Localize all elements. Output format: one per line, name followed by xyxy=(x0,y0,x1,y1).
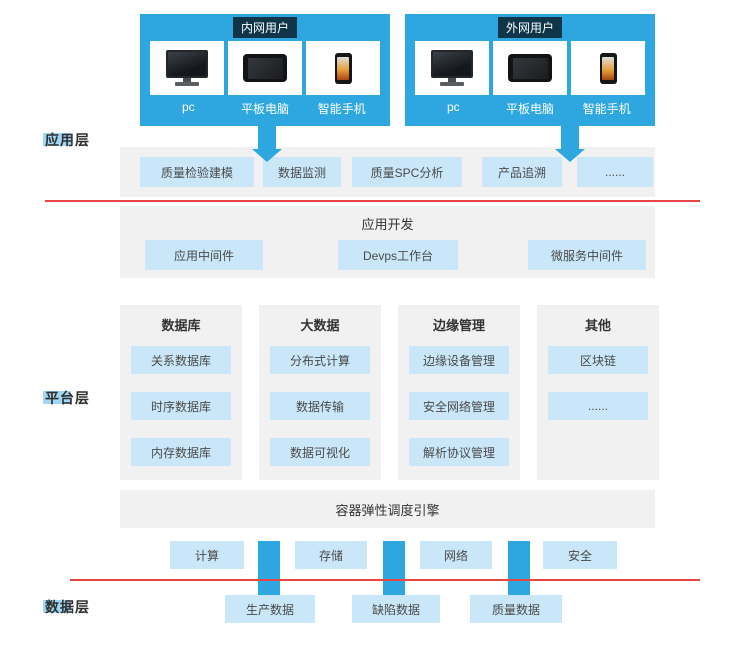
device-cell-pc xyxy=(150,41,224,95)
infra-chip: 安全 xyxy=(543,541,617,569)
device-cell-phone xyxy=(571,41,645,95)
layer-label-text: 应用层 xyxy=(45,132,90,148)
platform-chip: 安全网络管理 xyxy=(409,392,509,420)
desktop-icon xyxy=(431,50,473,86)
application-layer-band: 质量检验建模 数据监测 质量SPC分析 产品追溯 ...... xyxy=(120,147,655,197)
device-label: 平板电脑 xyxy=(506,102,555,116)
platform-chip: 分布式计算 xyxy=(270,346,370,374)
layer-label-platform: 平台层 xyxy=(43,388,90,408)
device-label: 平板电脑 xyxy=(241,102,290,116)
data-chip: 质量数据 xyxy=(470,595,562,623)
platform-column-bigdata: 大数据 分布式计算 数据传输 数据可视化 xyxy=(259,305,381,480)
platform-chip: ...... xyxy=(548,392,648,420)
device-cell-phone xyxy=(306,41,380,95)
connector-bar xyxy=(508,541,530,598)
platform-column-database: 数据库 关系数据库 时序数据库 内存数据库 xyxy=(120,305,242,480)
data-chip: 生产数据 xyxy=(225,595,315,623)
column-title: 数据库 xyxy=(161,318,201,333)
device-labels: pc 平板电脑 智能手机 xyxy=(415,100,645,117)
smartphone-icon xyxy=(334,52,352,84)
infra-chip: 网络 xyxy=(420,541,492,569)
engine-title: 容器弹性调度引擎 xyxy=(335,502,440,518)
app-item-chip: 数据监测 xyxy=(263,157,341,187)
platform-column-edge: 边缘管理 边缘设备管理 安全网络管理 解析协议管理 xyxy=(398,305,520,480)
column-title: 其他 xyxy=(584,318,611,333)
connector-bar xyxy=(383,541,405,598)
down-arrow-icon xyxy=(555,126,585,162)
platform-chip: 内存数据库 xyxy=(131,438,231,466)
platform-chip: 解析协议管理 xyxy=(409,438,509,466)
app-dev-chip: 微服务中间件 xyxy=(528,240,646,270)
smartphone-icon xyxy=(599,52,617,84)
user-box-extranet: 外网用户 pc 平板电脑 智能手机 xyxy=(405,14,655,126)
device-label: 智能手机 xyxy=(317,102,366,116)
device-strip xyxy=(415,41,645,95)
tablet-icon xyxy=(508,54,552,82)
platform-chip: 边缘设备管理 xyxy=(409,346,509,374)
data-chip: 缺陷数据 xyxy=(352,595,440,623)
app-dev-title: 应用开发 xyxy=(361,217,414,232)
layer-label-text: 数据层 xyxy=(45,599,90,615)
device-cell-pc xyxy=(415,41,489,95)
platform-chip: 数据传输 xyxy=(270,392,370,420)
layer-divider-line xyxy=(45,200,700,202)
device-label: pc xyxy=(446,100,460,114)
platform-chip: 区块链 xyxy=(548,346,648,374)
app-dev-chip: Devps工作台 xyxy=(338,240,458,270)
app-item-chip: 质量检验建模 xyxy=(140,157,254,187)
platform-chip: 时序数据库 xyxy=(131,392,231,420)
user-box-title: 内网用户 xyxy=(232,17,298,38)
platform-chip: 数据可视化 xyxy=(270,438,370,466)
app-item-chip: ...... xyxy=(577,157,653,187)
device-label: pc xyxy=(181,100,195,114)
desktop-icon xyxy=(166,50,208,86)
device-label: 智能手机 xyxy=(582,102,631,116)
user-box-title: 外网用户 xyxy=(497,17,563,38)
infra-chip: 计算 xyxy=(170,541,244,569)
app-dev-band: 应用开发 应用中间件 Devps工作台 微服务中间件 xyxy=(120,206,655,278)
label-accent xyxy=(43,600,71,613)
infra-chip: 存储 xyxy=(295,541,367,569)
layer-label-data: 数据层 xyxy=(43,597,90,617)
layer-label-text: 平台层 xyxy=(45,390,90,406)
device-labels: pc 平板电脑 智能手机 xyxy=(150,100,380,117)
down-arrow-icon xyxy=(252,126,282,162)
device-strip xyxy=(150,41,380,95)
app-item-chip: 质量SPC分析 xyxy=(352,157,462,187)
platform-column-other: 其他 区块链 ...... xyxy=(537,305,659,480)
device-cell-tablet xyxy=(228,41,302,95)
platform-chip: 关系数据库 xyxy=(131,346,231,374)
user-box-intranet: 内网用户 pc 平板电脑 智能手机 xyxy=(140,14,390,126)
layer-label-application: 应用层 xyxy=(43,130,90,150)
app-item-chip: 产品追溯 xyxy=(482,157,562,187)
label-accent xyxy=(43,133,71,146)
label-accent xyxy=(43,391,71,404)
column-title: 大数据 xyxy=(300,318,340,333)
connector-bar xyxy=(258,541,280,598)
column-title: 边缘管理 xyxy=(432,318,485,333)
layer-divider-line xyxy=(70,579,700,581)
engine-band: 容器弹性调度引擎 xyxy=(120,490,655,528)
app-dev-chip: 应用中间件 xyxy=(145,240,263,270)
tablet-icon xyxy=(243,54,287,82)
device-cell-tablet xyxy=(493,41,567,95)
